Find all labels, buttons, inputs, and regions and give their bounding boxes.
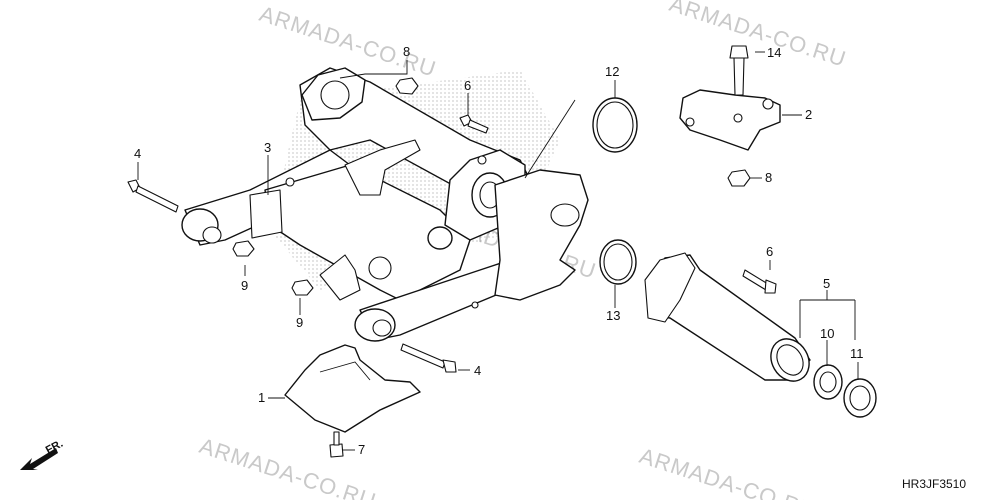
- nut-8-bracket: [727, 169, 751, 187]
- front-indicator: FR.: [20, 438, 65, 470]
- callout-label: 7: [358, 442, 365, 457]
- callout-label: 11: [850, 346, 864, 361]
- axle-housing-tube: [644, 252, 811, 382]
- bolt-lower: [400, 343, 457, 373]
- front-arrow-icon: [20, 448, 58, 470]
- callout-label: 13: [606, 308, 620, 323]
- callout-label: 5: [823, 276, 830, 291]
- callout-label: 8: [765, 170, 772, 185]
- watermark: ARMADA-CO.RU: [636, 443, 819, 500]
- o-ring-13: [599, 239, 637, 285]
- bolt-upper: [459, 114, 489, 134]
- seal-11: [843, 378, 877, 418]
- swing-arm: [181, 67, 589, 342]
- callout-label: 14: [767, 45, 781, 60]
- bolt-7: [329, 431, 344, 458]
- o-ring-12: [592, 97, 638, 153]
- watermark: ARMADA-CO.RU: [666, 0, 849, 72]
- callout-label: 9: [296, 315, 303, 330]
- callout-label: 8: [403, 44, 410, 59]
- callout-label: 4: [134, 146, 141, 161]
- callouts: 8 6 4 3 9 9 4 1 7 12 13 14 2 8 6 5 10 11: [134, 44, 864, 457]
- diagram-code: HR3JF3510: [902, 477, 966, 491]
- callout-label: 6: [464, 78, 471, 93]
- guard-plate: [284, 344, 421, 433]
- bolt-14: [729, 45, 749, 96]
- callout-label: 3: [264, 140, 271, 155]
- nut-9-a: [232, 240, 255, 257]
- nut-8-top: [395, 77, 419, 95]
- front-label: FR.: [44, 438, 65, 457]
- callout-label: 9: [241, 278, 248, 293]
- bolt-right: [742, 269, 777, 294]
- nut-9-b: [291, 279, 314, 296]
- bolt-left: [127, 179, 179, 213]
- callout-label: 12: [605, 64, 619, 79]
- callout-label: 2: [805, 107, 812, 122]
- callout-label: 10: [820, 326, 834, 341]
- callout-label: 1: [258, 390, 265, 405]
- bearing-10: [813, 364, 843, 400]
- leader-lines: [137, 51, 859, 451]
- callout-label: 4: [474, 363, 481, 378]
- mount-bracket: [679, 89, 781, 151]
- watermark: ARMADA-CO.RU: [196, 433, 379, 500]
- callout-label: 6: [766, 244, 773, 259]
